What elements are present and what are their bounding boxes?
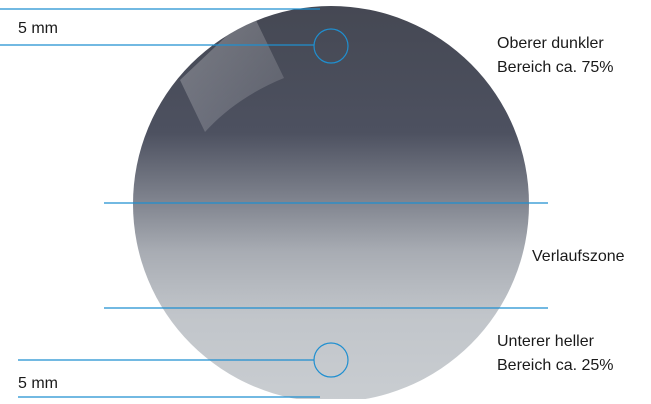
- upper-zone-label: Oberer dunkler Bereich ca. 75%: [497, 32, 614, 80]
- lens-glare: [180, 12, 284, 132]
- upper-zone-label-line2: Bereich ca. 75%: [497, 59, 614, 76]
- bottom-measure-circle: [313, 342, 349, 378]
- lower-zone-label-line2: Bereich ca. 25%: [497, 357, 614, 374]
- top-measure-circle: [313, 28, 349, 64]
- bottom-mm-label: 5 mm: [18, 375, 58, 392]
- top-mm-label: 5 mm: [18, 20, 58, 37]
- gradient-zone-label: Verlaufszone: [532, 248, 625, 265]
- lower-zone-label: Unterer heller Bereich ca. 25%: [497, 330, 614, 378]
- upper-zone-label-line1: Oberer dunkler: [497, 35, 604, 52]
- lower-zone-label-line1: Unterer heller: [497, 333, 594, 350]
